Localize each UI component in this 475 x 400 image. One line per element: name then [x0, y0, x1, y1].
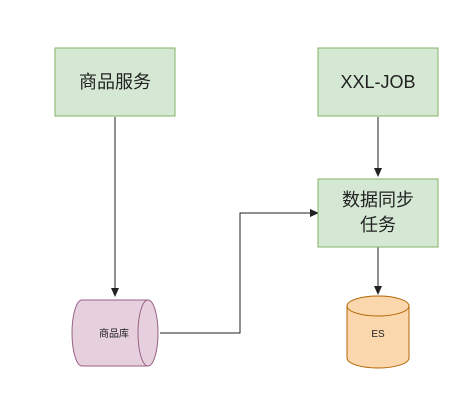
product-db-node[interactable]: 商品库 — [71, 299, 159, 367]
product-db-label: 商品库 — [99, 327, 129, 340]
product-service-label: 商品服务 — [79, 72, 151, 93]
data-sync-task-node[interactable]: 数据同步 任务 — [317, 178, 439, 248]
data-sync-task-label-line1: 数据同步 — [342, 190, 414, 211]
es-label: ES — [371, 329, 385, 340]
es-node[interactable]: ES — [346, 295, 410, 369]
product-service-node[interactable]: 商品服务 — [54, 47, 176, 117]
xxl-job-node[interactable]: XXL-JOB — [317, 47, 439, 117]
data-sync-task-label-line2: 任务 — [360, 215, 396, 236]
xxl-job-label: XXL-JOB — [340, 72, 415, 92]
edge-db-to-sync-task — [160, 209, 319, 334]
